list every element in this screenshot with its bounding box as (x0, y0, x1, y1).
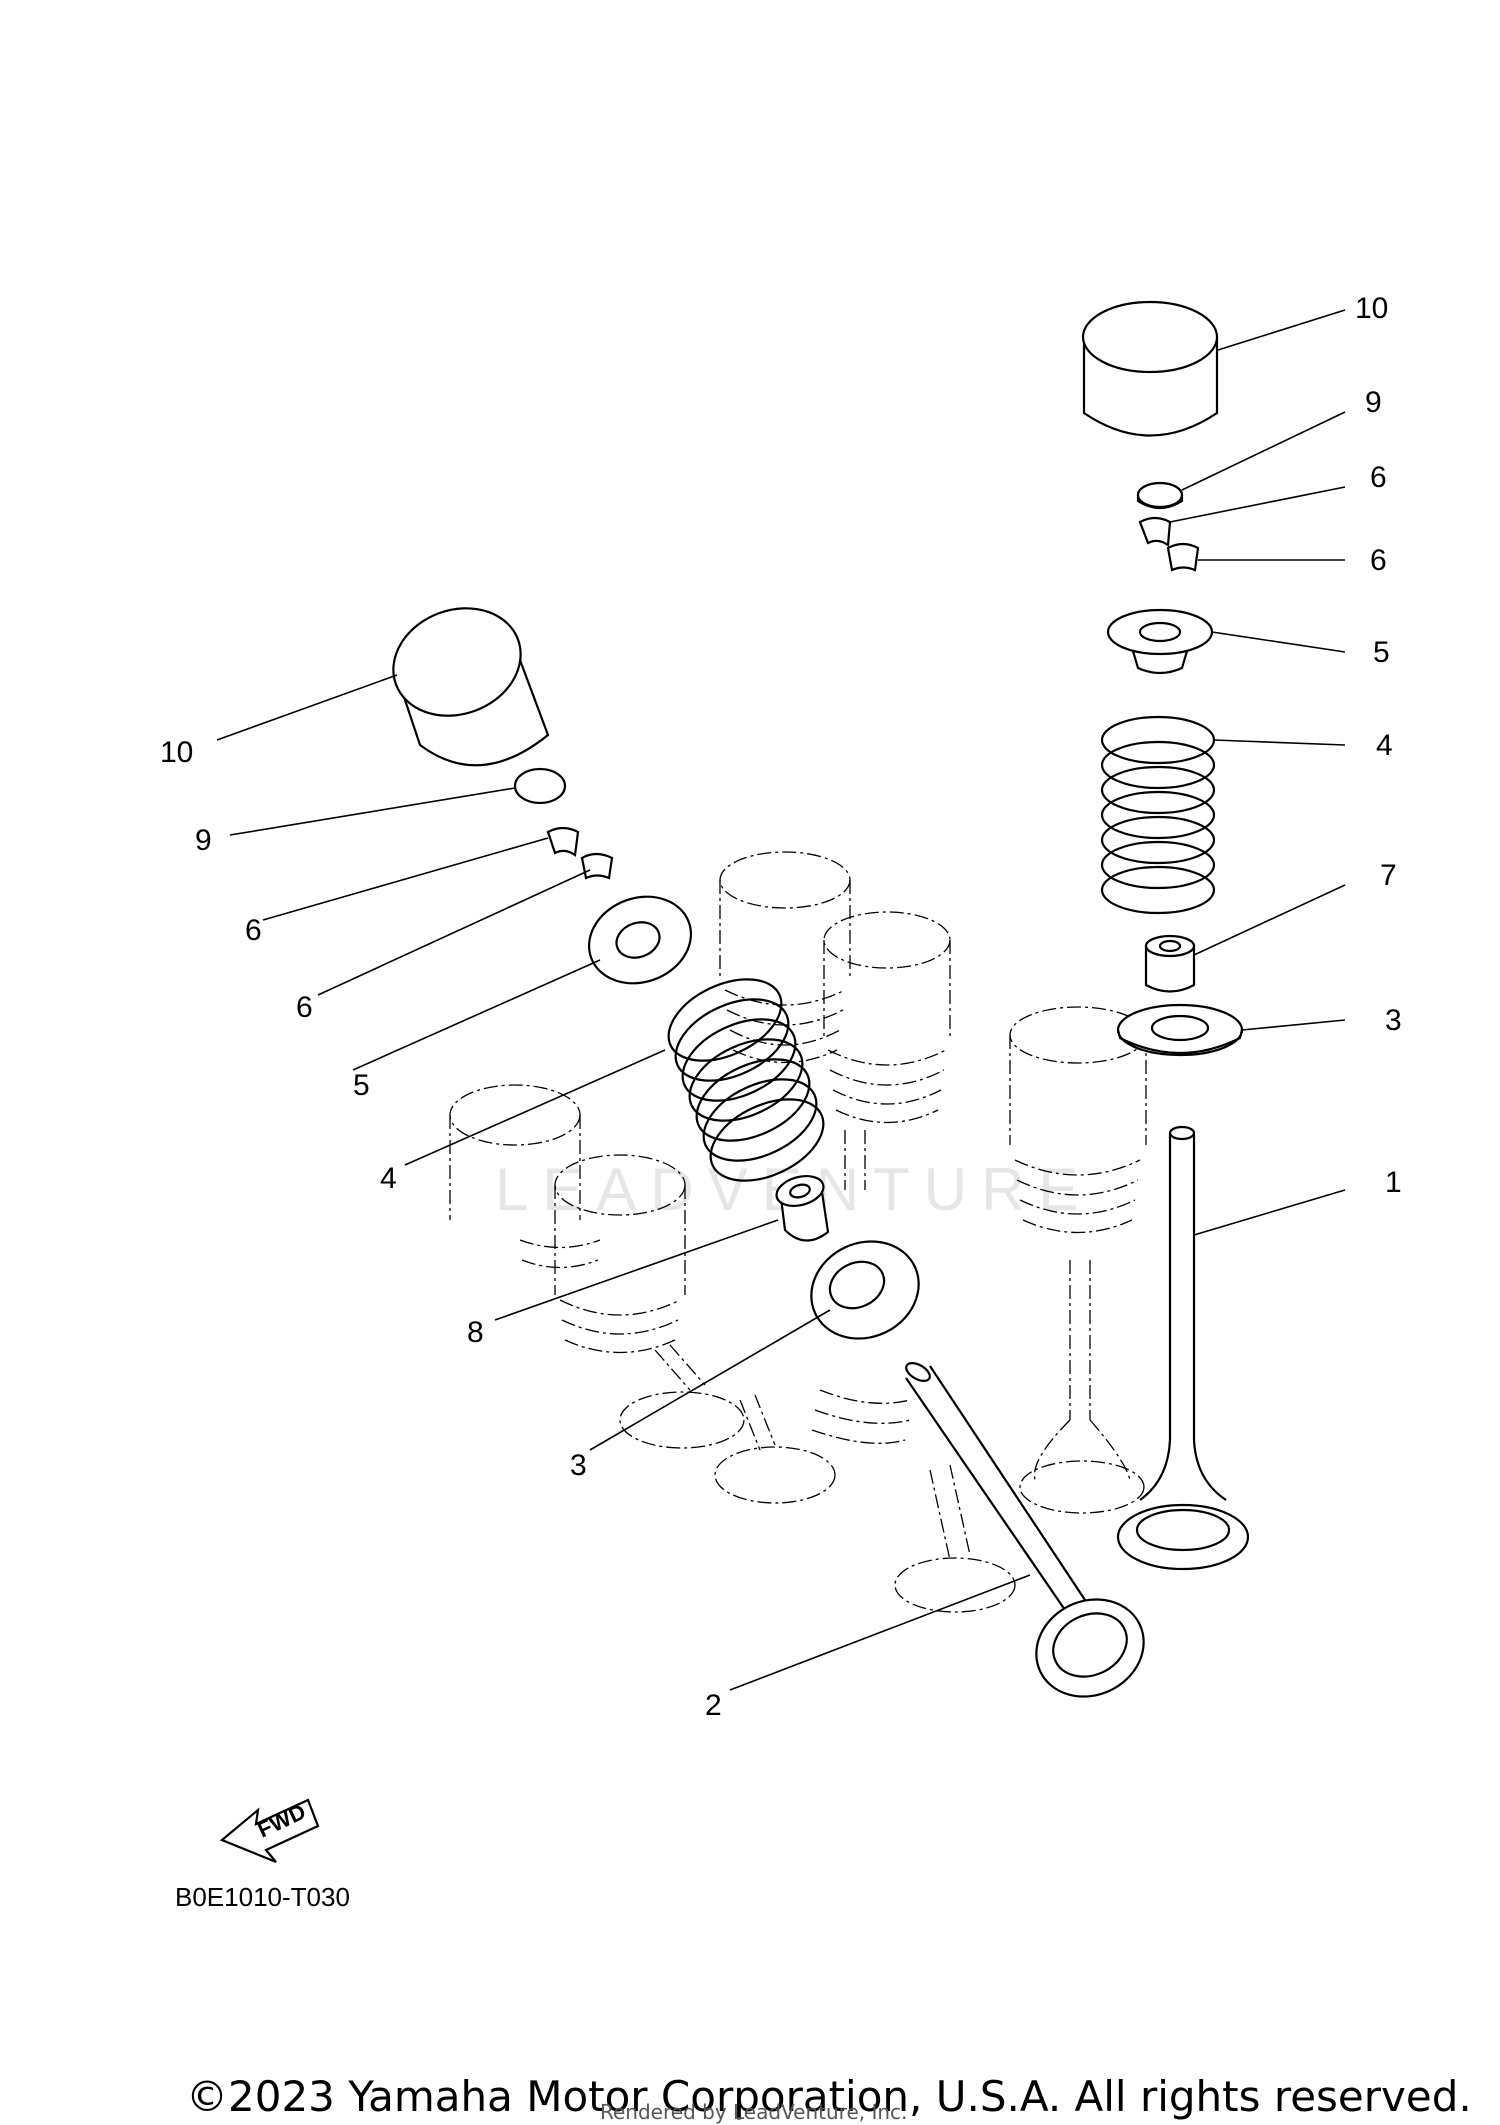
left-valve-stack (392, 607, 1145, 1698)
diagram-code: B0E1010-T030 (175, 1882, 350, 1912)
callout-5-left: 5 (353, 1069, 370, 1102)
callout-6a-right: 6 (1370, 461, 1387, 494)
valve-spring-left (667, 978, 825, 1182)
exhaust-valve (1116, 1125, 1250, 1571)
callout-4-left: 4 (380, 1162, 397, 1195)
valve-pad-right (1136, 481, 1184, 510)
valve-stem-seal-right (1144, 934, 1196, 993)
callout-10-right: 10 (1355, 292, 1388, 325)
valve-spring-right (1100, 715, 1216, 915)
leader-lines (216, 309, 1346, 1691)
valve-cotter-right-b (1166, 542, 1200, 572)
valve-cotter-left-a (546, 826, 580, 857)
valve-cotter-right-a (1138, 516, 1172, 547)
copyright-notice: ©2023 Yamaha Motor Corporation, U.S.A. A… (186, 2072, 1472, 2121)
spring-seat-left (810, 1240, 920, 1340)
callout-labels: 10 9 6 6 5 4 7 3 1 10 9 6 6 5 4 8 3 2 (160, 292, 1402, 1722)
callout-8: 8 (467, 1316, 484, 1349)
callout-3-right: 3 (1385, 1004, 1402, 1037)
callout-10-left: 10 (160, 736, 193, 769)
callout-2: 2 (705, 1689, 722, 1722)
callout-5-right: 5 (1373, 636, 1390, 669)
callout-4-right: 4 (1376, 729, 1393, 762)
rendered-by-notice: Rendered by LeadVenture, Inc. (600, 2100, 908, 2124)
callout-6b-left: 6 (296, 991, 313, 1024)
spring-retainer-right (1106, 608, 1214, 675)
callout-3-left: 3 (570, 1449, 587, 1482)
callout-1: 1 (1385, 1166, 1402, 1199)
spring-retainer-left (587, 895, 693, 985)
valve-cotter-left-b (580, 852, 614, 880)
valve-pad-left (513, 767, 567, 805)
callout-7-right: 7 (1380, 859, 1397, 892)
valve-stem-seal-left (775, 1175, 830, 1242)
right-valve-stack (1081, 300, 1250, 1571)
callout-6a-left: 6 (245, 914, 262, 947)
callout-9-right: 9 (1365, 386, 1382, 419)
callout-9-left: 9 (195, 824, 212, 857)
valve-lifter-right (1081, 300, 1219, 437)
callout-6b-right: 6 (1370, 544, 1387, 577)
valve-lifter-left (392, 607, 550, 767)
forward-arrow-icon: FWD (219, 1798, 320, 1864)
intake-valve (905, 1362, 1145, 1698)
spring-seat-right (1116, 1003, 1244, 1057)
